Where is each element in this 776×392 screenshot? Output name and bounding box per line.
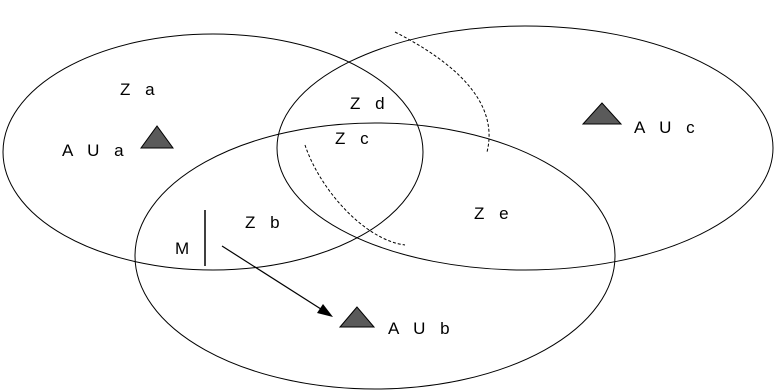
access-unit-b-label: A U b <box>388 319 455 338</box>
access-unit-c-triangle-icon <box>581 102 623 125</box>
access-unit-a-label: A U a <box>62 141 129 160</box>
overlap-boundary-ac <box>394 31 490 153</box>
zone-c-label: Z c <box>335 129 374 148</box>
zone-d-label: Z d <box>350 94 390 113</box>
zone-c-ellipse <box>276 25 774 271</box>
overlap-boundary-bc <box>304 144 406 246</box>
movement-arrow-line <box>221 245 325 312</box>
movement-arrow-icon <box>317 304 333 317</box>
mobile-label: M <box>175 239 194 258</box>
access-unit-c-label: A U c <box>634 118 700 137</box>
zone-e-label: Z e <box>474 204 514 223</box>
access-unit-b-triangle-icon <box>338 306 376 328</box>
zone-b-label: Z b <box>245 213 285 232</box>
zone-a-ellipse <box>2 33 424 271</box>
access-unit-a-triangle-icon <box>140 125 174 149</box>
zone-a-label: Z a <box>120 80 160 99</box>
zone-b-ellipse <box>134 122 616 390</box>
